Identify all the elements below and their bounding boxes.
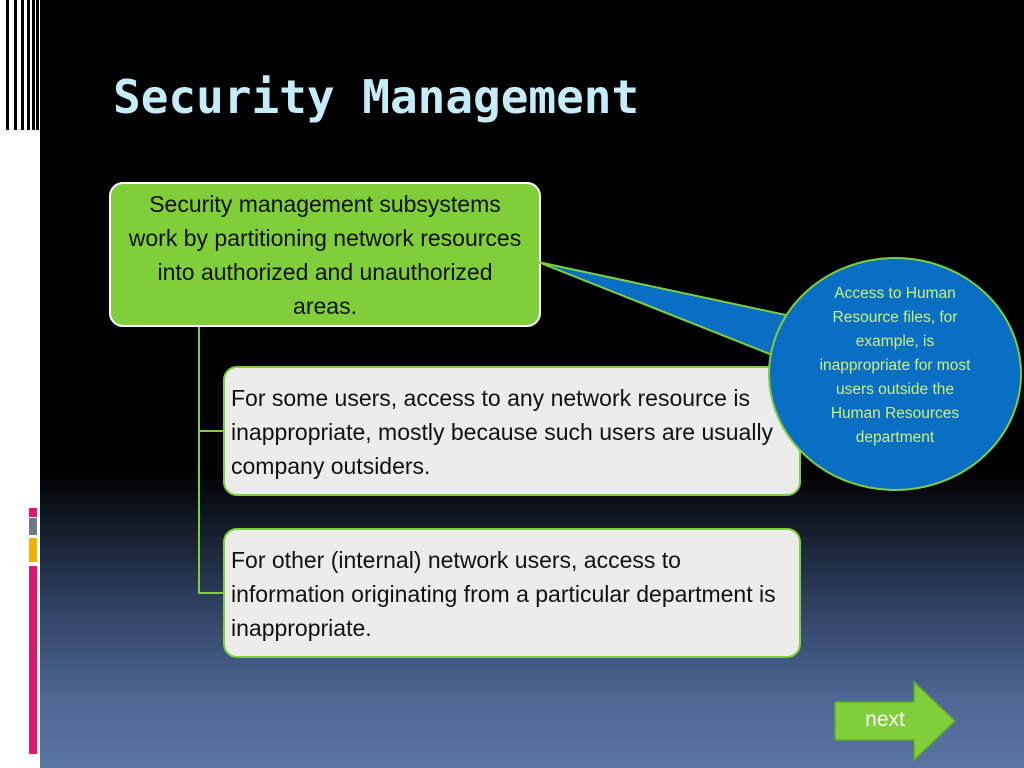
- connector-vertical: [198, 327, 200, 593]
- sub-point-text-1: For some users, access to any network re…: [231, 385, 774, 479]
- sub-point-text-2: For other (internal) network users, acce…: [231, 547, 776, 641]
- left-decorative-bar: [0, 0, 40, 768]
- slide-title: Security Management: [113, 70, 640, 124]
- main-concept-box: Security management subsystems work by p…: [109, 182, 541, 327]
- accent-yellow: [29, 538, 37, 562]
- decorative-lines: [0, 0, 40, 150]
- accent-red-long: [29, 566, 37, 754]
- connector-branch-2: [198, 592, 224, 594]
- callout-text: Access to Human Resource files, for exam…: [819, 285, 971, 446]
- sub-point-box-2: For other (internal) network users, acce…: [223, 528, 801, 658]
- callout-pointer: [537, 261, 802, 364]
- main-concept-text: Security management subsystems work by p…: [128, 190, 522, 319]
- sub-point-box-1: For some users, access to any network re…: [223, 366, 801, 496]
- accent-gray: [29, 518, 37, 535]
- next-button[interactable]: next: [834, 680, 958, 762]
- next-button-label: next: [865, 708, 905, 731]
- connector-branch-1: [198, 430, 224, 432]
- next-arrow-icon: [834, 680, 957, 762]
- accent-red-top: [29, 508, 37, 517]
